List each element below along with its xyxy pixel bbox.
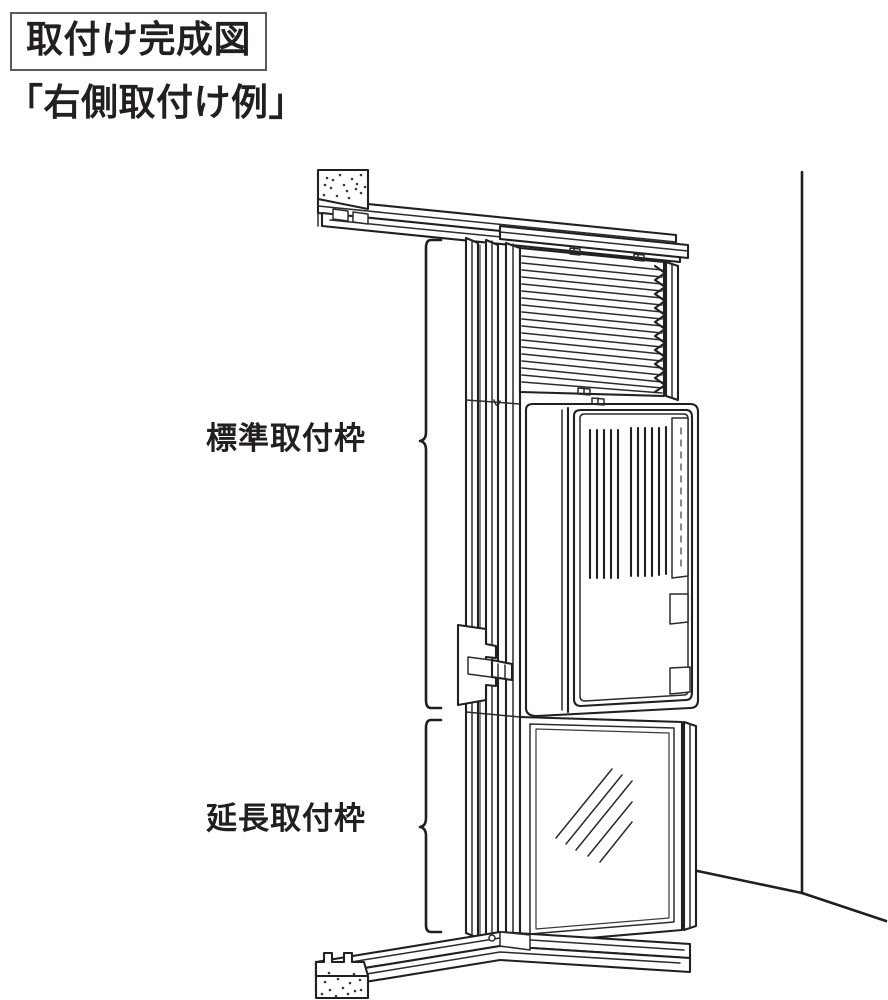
- glass-panel: [518, 715, 698, 946]
- brace-extension-frame: [418, 718, 443, 934]
- glass-shine-lines: [555, 768, 633, 863]
- lower-window-rail: [314, 930, 692, 992]
- lower-rail-section-hatch: [314, 951, 370, 1000]
- unit-corner-tab: [669, 666, 691, 695]
- upper-window-rail: [316, 197, 690, 264]
- air-conditioner-unit: [524, 397, 700, 718]
- air-conditioner-side-button[interactable]: [669, 593, 689, 625]
- page-title: 取付け完成図: [26, 18, 251, 61]
- frame-panel-division-line: [465, 399, 521, 405]
- standard-mounting-frame: [464, 236, 522, 946]
- page-subtitle: 「右側取付け例」: [6, 81, 306, 124]
- label-extension-frame: 延長取付枠: [206, 801, 366, 837]
- label-standard-frame: 標準取付枠: [206, 421, 366, 457]
- window-lock-bracket: [456, 623, 514, 707]
- frame-division-line: [465, 711, 521, 718]
- upper-rail-section-hatch: [316, 168, 370, 211]
- pleated-accordion-panel: [518, 246, 680, 402]
- air-conditioner-vent-slats: [588, 425, 668, 580]
- room-wall-corner: [686, 170, 888, 923]
- title-box: 取付け完成図: [10, 12, 267, 71]
- brace-standard-frame: [418, 238, 443, 710]
- frame-notch: [493, 399, 501, 406]
